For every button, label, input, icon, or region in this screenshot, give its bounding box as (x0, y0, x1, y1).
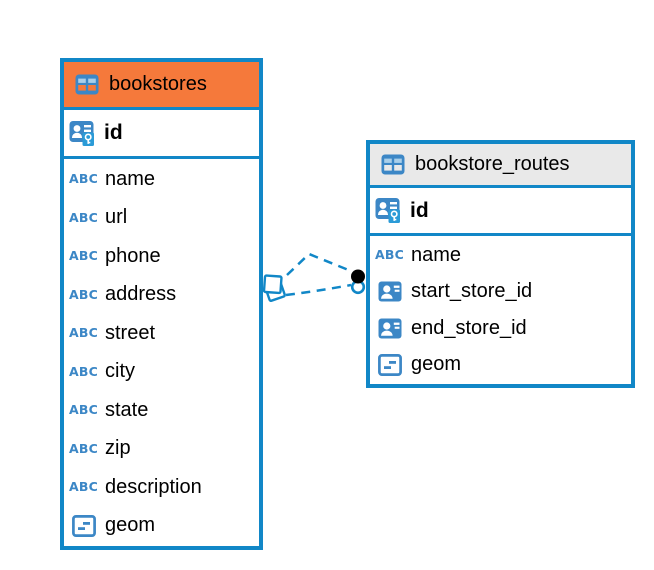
column-list: ABC name start_store_id end_store_id ge (370, 236, 631, 384)
column-name: zip (105, 437, 131, 460)
relationship-dot-marker (351, 269, 365, 284)
text-type-icon: ABC (69, 171, 98, 186)
column-name: description (105, 475, 202, 498)
column-name: geom (105, 514, 156, 537)
column-name: geom (411, 353, 462, 376)
text-type-icon: ABC (69, 402, 98, 417)
column-row-id[interactable]: id (370, 188, 631, 236)
column-name: url (105, 206, 128, 229)
text-type-icon: ABC (69, 209, 98, 225)
text-type-icon: ABC (69, 286, 98, 302)
column-name: state (105, 398, 149, 421)
column-name: name (105, 167, 156, 190)
column-name: name (411, 243, 462, 266)
column-row-start-store-id[interactable]: start_store_id (370, 274, 631, 311)
relationship-line-upper (286, 252, 352, 276)
column-row-description[interactable]: ABC description (64, 468, 259, 507)
column-row-name[interactable]: ABC name (370, 237, 631, 274)
table-title: bookstore_routes (415, 153, 570, 175)
table-title: bookstores (109, 73, 207, 95)
column-name: street (105, 321, 156, 344)
table-bookstores-header[interactable]: bookstores (64, 62, 259, 110)
table-bookstores[interactable]: bookstores id ABC name ABC url ABC phone… (60, 58, 263, 550)
text-type-icon: ABC (69, 363, 98, 379)
text-type-icon: ABC (69, 479, 98, 494)
relationship-square-marker-front (262, 274, 283, 295)
column-row-phone[interactable]: ABC phone (64, 237, 259, 276)
column-name: start_store_id (411, 280, 533, 303)
column-row-city[interactable]: ABC city (64, 353, 259, 392)
column-row-zip[interactable]: ABC zip (64, 430, 259, 469)
relationship-line-lower (285, 283, 352, 297)
column-name: id (410, 198, 429, 222)
column-row-url[interactable]: ABC url (64, 199, 259, 238)
column-row-geom[interactable]: geom (64, 507, 259, 546)
column-name: phone (105, 244, 161, 267)
column-row-id[interactable]: id (64, 110, 259, 159)
text-type-icon: ABC (375, 247, 404, 262)
column-row-state[interactable]: ABC state (64, 391, 259, 430)
text-type-icon: ABC (69, 248, 98, 263)
column-row-end-store-id[interactable]: end_store_id (370, 310, 631, 347)
table-bookstore-routes[interactable]: bookstore_routes id ABC name start_store… (366, 140, 635, 388)
column-name: id (104, 121, 123, 144)
text-type-icon: ABC (69, 440, 98, 456)
column-row-geom[interactable]: geom (370, 347, 631, 384)
column-row-street[interactable]: ABC street (64, 314, 259, 353)
column-name: end_store_id (411, 316, 527, 339)
table-bookstore-routes-header[interactable]: bookstore_routes (370, 144, 631, 188)
column-list: ABC name ABC url ABC phone ABC address A… (64, 159, 259, 546)
column-name: address (105, 283, 177, 306)
column-name: city (105, 360, 135, 383)
column-row-name[interactable]: ABC name (64, 160, 259, 199)
text-type-icon: ABC (69, 325, 98, 340)
column-row-address[interactable]: ABC address (64, 276, 259, 315)
